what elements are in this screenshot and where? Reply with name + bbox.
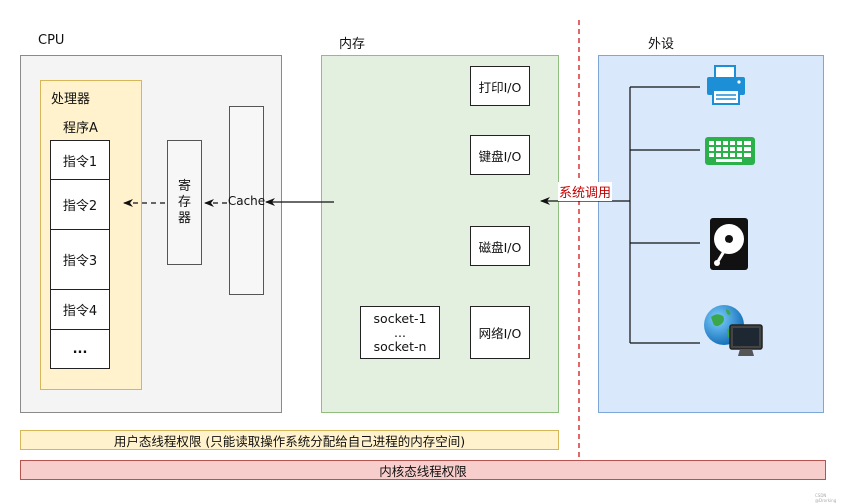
system-call-label: 系统调用	[558, 182, 613, 201]
print-io-box: 打印I/O	[470, 66, 530, 106]
instruction-1: 指令1	[50, 140, 110, 180]
processor-label: 处理器	[51, 92, 91, 107]
register-box: 寄 存 器	[167, 140, 202, 265]
watermark: CSDN @Drorking	[815, 493, 837, 503]
socket-n-label: socket-n	[373, 338, 427, 354]
instruction-2: 指令2	[50, 179, 110, 230]
cpu-title: CPU	[38, 33, 65, 48]
printer-icon	[707, 65, 745, 105]
keyboard-io-box: 键盘I/O	[470, 135, 530, 175]
program-label: 程序A	[63, 121, 98, 136]
register-label: 寄 存 器	[177, 178, 191, 226]
user-mode-permission-bar: 用户态线程权限 (只能读取操作系统分配给自己进程的内存空间)	[20, 430, 559, 450]
disk-io-box: 磁盘I/O	[470, 226, 530, 266]
hard-disk-icon	[710, 218, 748, 270]
socket-dots-label: ...	[394, 324, 406, 340]
memory-title: 内存	[339, 37, 366, 52]
keyboard-icon	[705, 137, 755, 165]
network-computer-icon	[704, 305, 763, 356]
network-io-box: 网络I/O	[470, 306, 530, 359]
cache-label: Cache	[227, 193, 266, 208]
instruction-4: 指令4	[50, 289, 110, 330]
instruction-more: ...	[50, 329, 110, 369]
socket-box: socket-1 ... socket-n	[360, 306, 440, 359]
cache-box: Cache	[227, 106, 266, 295]
socket-1-label: socket-1	[373, 310, 427, 326]
kernel-mode-permission-bar: 内核态线程权限	[20, 460, 826, 480]
instruction-3: 指令3	[50, 229, 110, 290]
peripherals-title: 外设	[648, 37, 675, 52]
